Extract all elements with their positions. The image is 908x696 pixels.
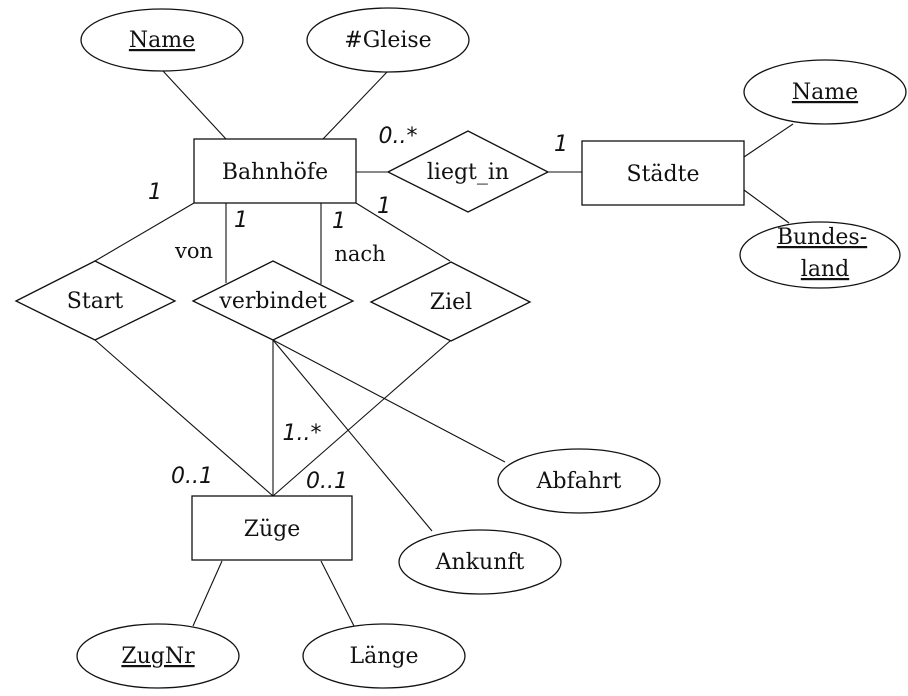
edge-ziel-zuege xyxy=(272,340,451,497)
cardinality-bahnhoefe-von: 1 xyxy=(234,208,248,233)
cardinality-liegtin-staedte: 1 xyxy=(554,132,568,157)
attribute-label: #Gleise xyxy=(344,28,431,53)
attribute-staedte-name[interactable]: Name xyxy=(743,59,907,125)
edge-bf-name xyxy=(162,70,227,140)
edge-start-zuege xyxy=(94,339,274,497)
cardinality-bahnhoefe-nach: 1 xyxy=(332,209,346,234)
cardinality-verbindet-zuege: 1..* xyxy=(283,421,322,446)
edge-bf-start xyxy=(94,202,195,262)
attribute-label: Name xyxy=(792,80,858,105)
role-label-nach: nach xyxy=(334,242,385,266)
entity-label: Städte xyxy=(627,162,700,187)
attribute-label: ZugNr xyxy=(121,644,195,669)
relationship-label: Start xyxy=(67,289,124,314)
attribute-verbindet-ankunft[interactable]: Ankunft xyxy=(398,529,562,595)
attribute-zuege-zugnr[interactable]: ZugNr xyxy=(76,623,240,689)
edge-st-bundesland xyxy=(743,189,790,224)
cardinality-start-zuege: 0..1 xyxy=(171,464,213,489)
edge-bf-ziel xyxy=(355,202,451,262)
edge-st-name xyxy=(743,123,794,158)
entity-label: Züge xyxy=(244,517,301,542)
cardinality-bahnhoefe-ziel: 1 xyxy=(377,194,391,219)
attribute-zuege-laenge[interactable]: Länge xyxy=(302,623,466,689)
attribute-verbindet-abfahrt[interactable]: Abfahrt xyxy=(497,448,661,514)
attribute-label: Name xyxy=(129,28,195,53)
attribute-label: Abfahrt xyxy=(536,469,622,494)
relationship-label: verbindet xyxy=(218,289,326,314)
attribute-label: Ankunft xyxy=(435,550,525,575)
attribute-bahnhoefe-gleise[interactable]: #Gleise xyxy=(306,7,470,73)
attribute-label-line2: land xyxy=(801,257,849,282)
attribute-bahnhoefe-name[interactable]: Name xyxy=(80,8,244,72)
attribute-label-line1: Bundes- xyxy=(777,225,867,250)
role-label-von: von xyxy=(174,239,213,263)
cardinality-bahnhoefe-liegtin: 0..* xyxy=(379,124,418,149)
edges xyxy=(94,70,794,627)
relationship-start[interactable]: Start xyxy=(14,260,177,341)
edge-zg-zugnr xyxy=(192,560,223,627)
entity-label: Bahnhöfe xyxy=(222,160,328,185)
entity-zuege[interactable]: Züge xyxy=(191,495,353,561)
edge-vb-abfahrt xyxy=(272,339,506,463)
edge-vb-ankunft xyxy=(272,339,433,532)
relationship-ziel[interactable]: Ziel xyxy=(369,261,532,342)
attribute-label: Länge xyxy=(350,644,419,669)
cardinality-ziel-zuege: 0..1 xyxy=(306,469,348,494)
edge-zg-laenge xyxy=(320,560,355,627)
edge-bf-gleise xyxy=(322,71,388,140)
relationship-label: Ziel xyxy=(430,290,472,315)
relationship-label: liegt_in xyxy=(427,160,509,185)
cardinality-bahnhoefe-start: 1 xyxy=(148,180,162,205)
entity-bahnhoefe[interactable]: Bahnhöfe xyxy=(193,138,357,204)
entity-staedte[interactable]: Städte xyxy=(581,140,745,206)
attribute-staedte-bundesland[interactable]: Bundes- land xyxy=(739,221,901,289)
relationship-verbindet[interactable]: verbindet xyxy=(191,260,355,341)
relationship-liegt-in[interactable]: liegt_in xyxy=(386,130,550,213)
